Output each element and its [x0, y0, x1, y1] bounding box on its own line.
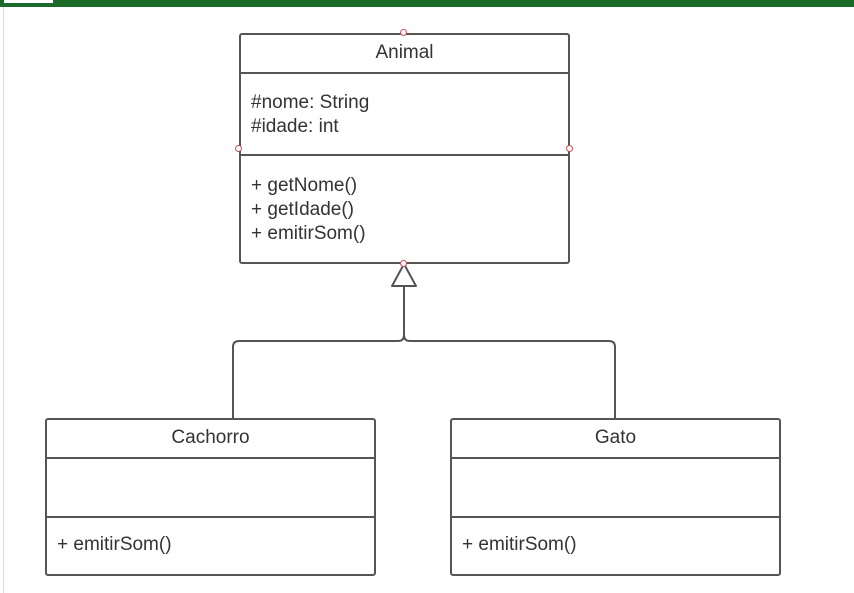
selection-handle-left[interactable]	[235, 145, 242, 152]
canvas-left-border	[3, 7, 4, 593]
toolbar-tab[interactable]	[4, 0, 53, 3]
class-cachorro-method-emitirsom: + emitirSom()	[57, 534, 172, 555]
class-animal-attribute-nome: #nome: String	[251, 92, 370, 113]
generalization-arrowhead	[391, 263, 417, 287]
generalization-line-cachorro	[232, 286, 405, 420]
class-gato-name: Gato	[594, 427, 637, 448]
top-toolbar-strip	[0, 0, 854, 7]
class-animal-name: Animal	[375, 42, 434, 63]
class-gato-divider-1	[452, 457, 779, 459]
class-gato-method-emitirsom: + emitirSom()	[462, 534, 577, 555]
class-cachorro-divider-2	[47, 516, 374, 518]
class-cachorro-name: Cachorro	[171, 427, 250, 448]
class-gato-divider-2	[452, 516, 779, 518]
class-animal-method-emitirsom: + emitirSom()	[251, 223, 366, 244]
class-animal[interactable]: Animal #nome: String #idade: int + getNo…	[239, 33, 570, 264]
class-cachorro[interactable]: Cachorro + emitirSom()	[45, 418, 376, 576]
generalization-line-gato	[403, 334, 616, 420]
selection-handle-bottom[interactable]	[400, 260, 407, 267]
class-cachorro-divider-1	[47, 457, 374, 459]
class-gato[interactable]: Gato + emitirSom()	[450, 418, 781, 576]
class-animal-divider-2	[241, 154, 568, 156]
class-animal-attribute-idade: #idade: int	[251, 116, 339, 137]
selection-handle-right[interactable]	[566, 145, 573, 152]
class-animal-method-getnome: + getNome()	[251, 175, 358, 196]
class-animal-method-getidade: + getIdade()	[251, 199, 354, 220]
selection-handle-top[interactable]	[400, 29, 407, 36]
class-animal-divider-1	[241, 72, 568, 74]
